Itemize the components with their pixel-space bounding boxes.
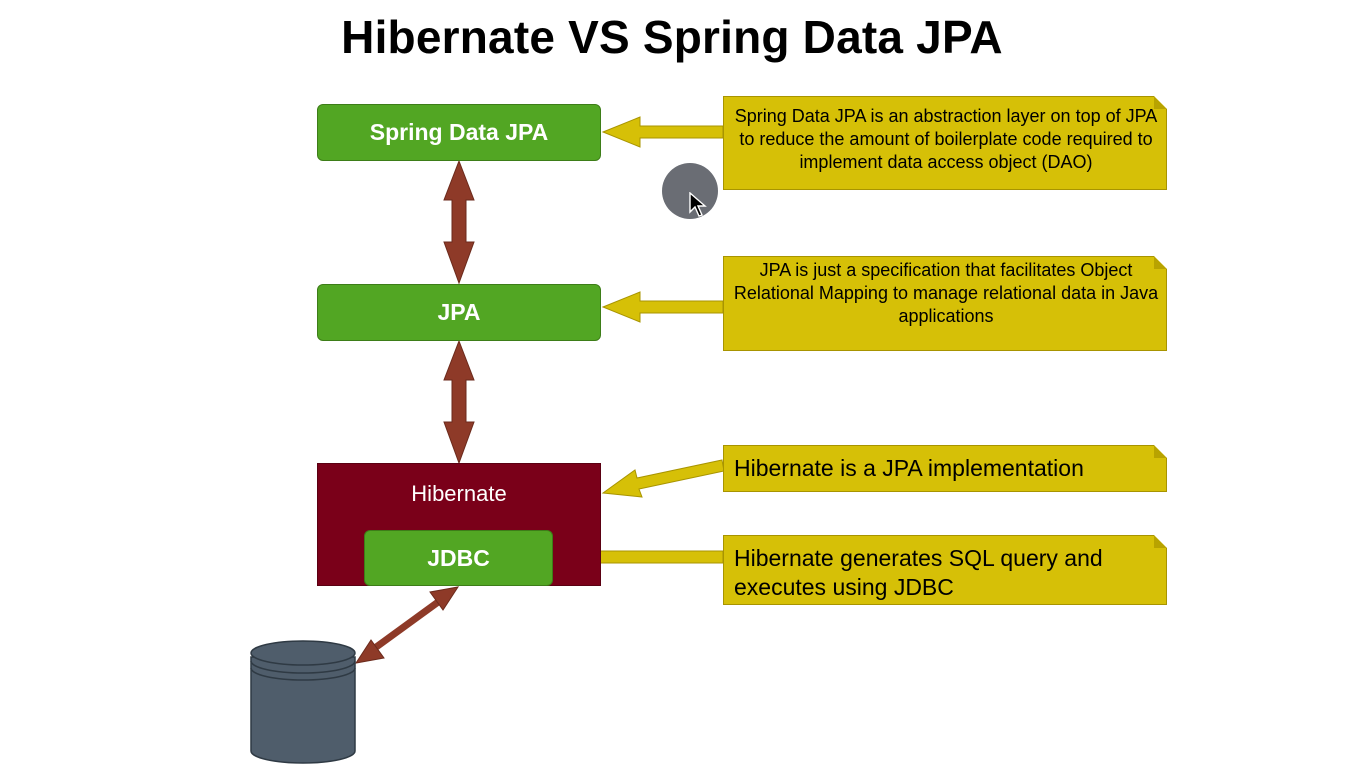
jdbc-box: JDBC: [364, 530, 553, 586]
database-icon: [250, 640, 356, 764]
note-jpa: JPA is just a specification that facilit…: [723, 256, 1167, 351]
mouse-pointer-icon: [689, 192, 707, 217]
arrow-spring-jpa: [443, 159, 475, 285]
note-jdbc: Hibernate generates SQL query and execut…: [723, 535, 1167, 605]
arrow-note-hibernate: [601, 459, 725, 498]
arrow-jdbc-database: [354, 586, 460, 664]
arrow-jpa-hibernate: [443, 339, 475, 465]
jdbc-label: JDBC: [427, 544, 490, 571]
arrow-note-jpa: [601, 291, 724, 323]
note-spring-data-jpa-text: Spring Data JPA is an abstraction layer …: [734, 106, 1158, 172]
note-jdbc-text: Hibernate generates SQL query and execut…: [734, 545, 1103, 600]
jpa-label: JPA: [437, 299, 481, 325]
spring-data-jpa-box: Spring Data JPA: [317, 104, 601, 161]
note-spring-data-jpa: Spring Data JPA is an abstraction layer …: [723, 96, 1167, 190]
spring-data-jpa-label: Spring Data JPA: [369, 119, 549, 145]
note-hibernate-text: Hibernate is a JPA implementation: [734, 455, 1084, 481]
diagram-title: Hibernate VS Spring Data JPA: [341, 11, 1003, 63]
note-hibernate: Hibernate is a JPA implementation: [723, 445, 1167, 492]
hibernate-label: Hibernate: [411, 481, 507, 506]
note-jpa-text: JPA is just a specification that facilit…: [733, 260, 1159, 326]
arrow-note-spring: [601, 116, 724, 148]
jpa-box: JPA: [317, 284, 601, 341]
